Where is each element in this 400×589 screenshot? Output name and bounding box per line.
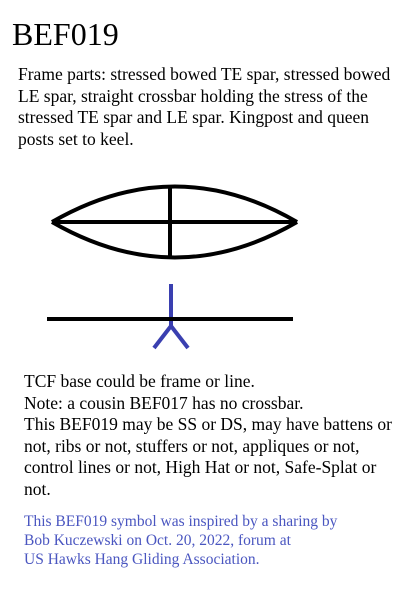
queen-post-right xyxy=(169,324,190,350)
note-options: This BEF019 may be SS or DS, may have ba… xyxy=(24,414,392,499)
page-title: BEF019 xyxy=(12,16,119,52)
credit: This BEF019 symbol was inspired by a sha… xyxy=(24,512,394,569)
credit-line-2: Bob Kuczewski on Oct. 20, 2022, forum at xyxy=(24,532,291,549)
note-cousin: Note: a cousin BEF017 has no crossbar. xyxy=(24,392,304,413)
note-tcf-base: TCF base could be frame or line. xyxy=(24,371,255,391)
notes: TCF base could be frame or line. Note: a… xyxy=(24,371,394,500)
te-spar xyxy=(51,220,299,260)
bef019-symbol-diagram xyxy=(47,184,299,350)
credit-line-3: US Hawks Hang Gliding Association. xyxy=(24,551,260,568)
credit-line-1: This BEF019 symbol was inspired by a sha… xyxy=(24,513,338,530)
frame-parts-description: Frame parts: stressed bowed TE spar, str… xyxy=(18,64,391,149)
queen-post-left xyxy=(152,324,173,350)
le-spar xyxy=(51,184,299,224)
